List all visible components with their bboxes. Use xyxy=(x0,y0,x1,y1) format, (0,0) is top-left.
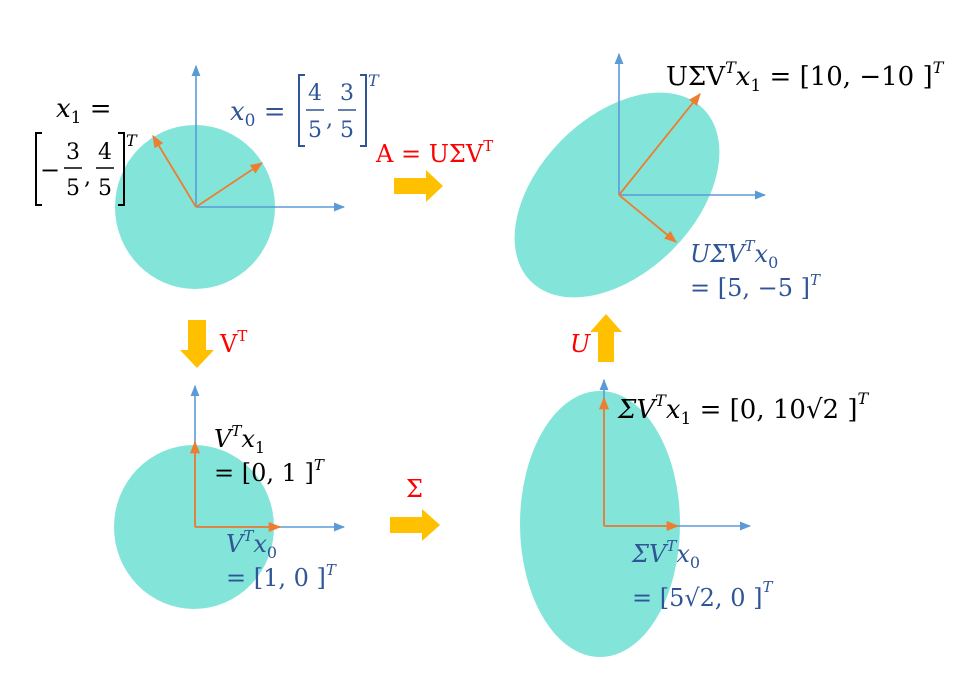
x1-transpose: T xyxy=(126,131,138,150)
label-vt-x1-value: = [0, 1 ]T xyxy=(214,456,325,487)
arrow-right-icon xyxy=(390,509,440,541)
label-vt-x0-value: = [1, 0 ]T xyxy=(226,561,337,592)
x0-num-a: 4 xyxy=(308,81,322,106)
label-vt-x0: VTx0 xyxy=(226,527,277,562)
arrow-up-icon xyxy=(590,314,622,362)
x1-num-b: 4 xyxy=(98,140,112,165)
x0-den-b: 5 xyxy=(340,118,354,143)
label-svt-x0-value: = [5√2, 0 ]T xyxy=(632,578,773,612)
x1-equals: = xyxy=(82,94,112,124)
label-usvt-x0: UΣVTx0 xyxy=(690,237,778,272)
x0-comma: , xyxy=(326,107,333,132)
label-usvt-x1: UΣVTx1 = [10, −10 ]T xyxy=(666,58,945,96)
label-svt-x1: ΣVTx1 = [0, 10√2 ]T xyxy=(617,389,869,429)
x0-symbol: x xyxy=(230,97,245,127)
label-vt-x1: VTx1 xyxy=(214,422,265,457)
transform-u: U xyxy=(570,314,622,362)
x1-den-a: 5 xyxy=(66,176,80,201)
x0-transpose: T xyxy=(368,71,380,90)
x0-subscript: 0 xyxy=(245,111,256,131)
x1-num-a: 3 xyxy=(66,140,80,165)
label-x0-vector: x0 = 4 5 , 3 5 T xyxy=(230,71,380,147)
unit-circle xyxy=(114,445,274,609)
panel-top-right: UΣVTx1 = [10, −10 ]T UΣVTx0 = [5, −5 ]T xyxy=(514,52,945,302)
transformed-ellipse xyxy=(514,92,720,298)
bracket-left xyxy=(35,132,42,206)
vector-usvt-x1 xyxy=(618,93,701,196)
x0-equals: = xyxy=(256,97,286,127)
x1-comma: , xyxy=(84,165,91,190)
bracket-right xyxy=(360,74,367,147)
label-u: U xyxy=(570,330,591,358)
label-svt-x0: ΣVTx0 xyxy=(631,537,700,572)
transform-vt: VT xyxy=(180,320,247,368)
x1-minus: − xyxy=(40,156,60,184)
label-vt: VT xyxy=(219,327,247,358)
bracket-right xyxy=(118,132,125,206)
arrow-down-icon xyxy=(180,320,214,368)
label-sigma: Σ xyxy=(406,475,423,503)
svg-text:x0 =: x0 = xyxy=(230,97,286,131)
x1-den-b: 5 xyxy=(98,176,112,201)
label-usvt-x0-value: = [5, −5 ]T xyxy=(690,271,821,302)
x1-subscript: 1 xyxy=(71,108,82,128)
panel-top-left: x1 = − 3 5 , 4 5 T x0 = 4 5 , 3 5 xyxy=(35,64,380,289)
x0-num-b: 3 xyxy=(340,81,354,106)
scaled-ellipse xyxy=(520,391,680,657)
bracket-left xyxy=(298,74,305,147)
x0-den-a: 5 xyxy=(308,118,322,143)
arrow-right-icon xyxy=(394,170,443,202)
panel-bottom-left: VTx1 = [0, 1 ]T VTx0 = [1, 0 ]T xyxy=(114,384,346,609)
svg-text:x1 =: x1 = xyxy=(56,94,112,128)
vector-usvt-x0 xyxy=(618,194,677,243)
transform-sigma: Σ xyxy=(390,475,440,541)
transform-a: A = UΣVT xyxy=(375,137,493,202)
vector-x1 xyxy=(152,134,197,208)
panel-bottom-right: ΣVTx1 = [0, 10√2 ]T ΣVTx0 = [5√2, 0 ]T xyxy=(520,378,869,657)
vector-x0 xyxy=(195,162,264,208)
label-a-usvt: A = UΣVT xyxy=(375,137,493,168)
x1-symbol: x xyxy=(56,94,71,124)
label-x1-vector: x1 = − 3 5 , 4 5 T xyxy=(35,94,138,206)
